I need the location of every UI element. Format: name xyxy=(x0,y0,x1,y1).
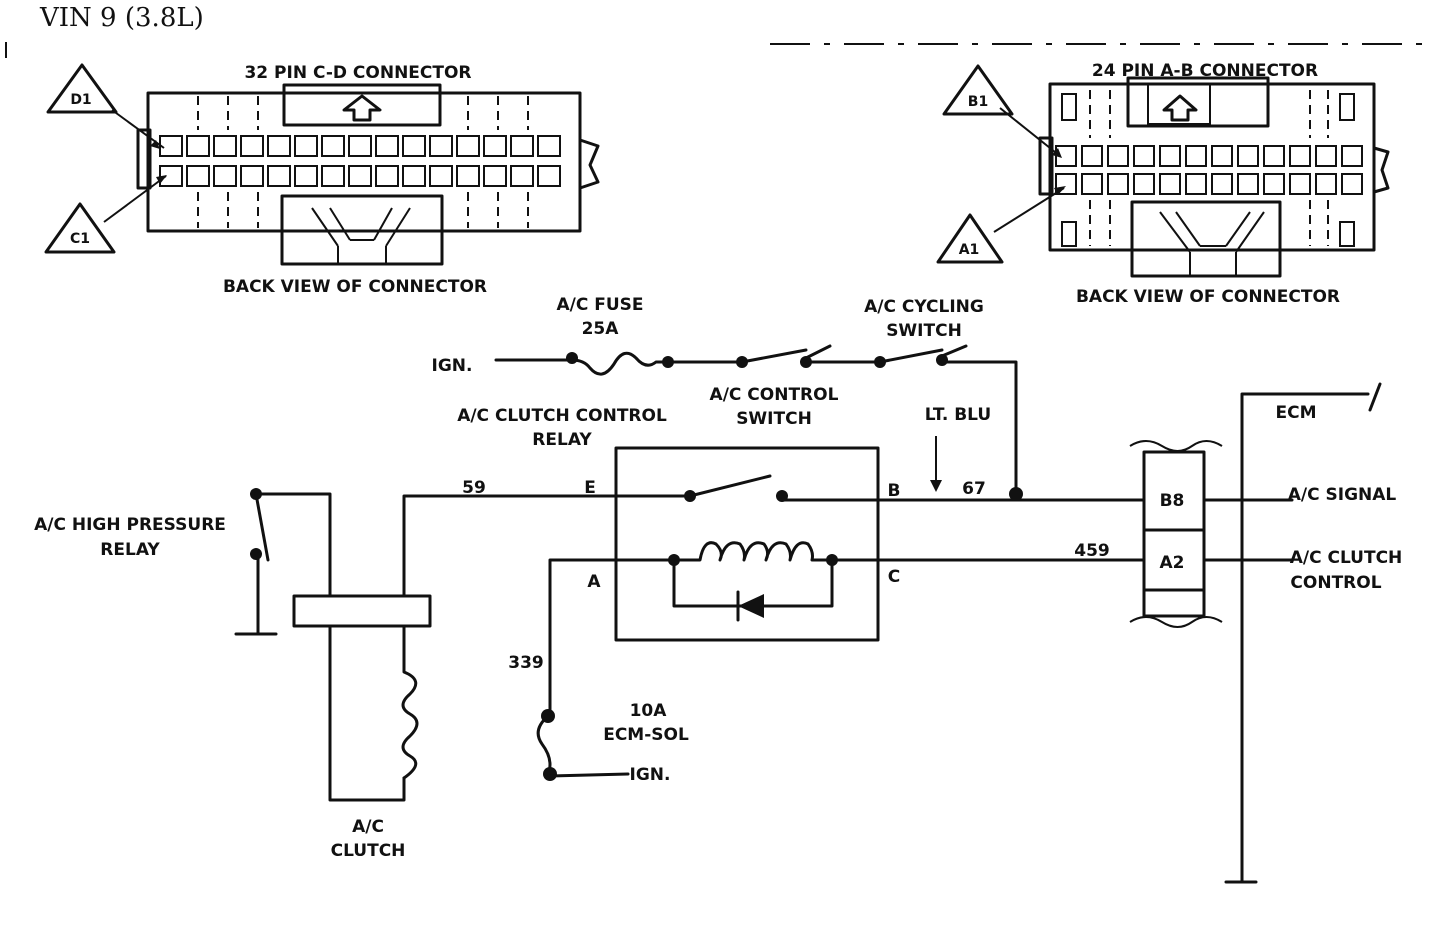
pin-marker-a1-leader xyxy=(993,187,1065,233)
pin-marker-c1-label: C1 xyxy=(70,231,90,247)
ecm-connector-block xyxy=(1142,450,1206,618)
clutch-body xyxy=(292,594,432,628)
relay-housing xyxy=(614,446,880,642)
connector-cd-shell xyxy=(146,91,582,233)
hp-relay-label-1: A/C HIGH PRESSURE xyxy=(34,515,226,535)
relay-terminal-b: B xyxy=(888,481,901,501)
connector-ab-lock-tab xyxy=(1126,76,1270,128)
control-switch-label-2: SWITCH xyxy=(736,409,812,429)
connector-ab-title: 24 PIN A-B CONNECTOR xyxy=(1092,61,1318,81)
connector-cd-dividers xyxy=(197,96,529,228)
relay-coil xyxy=(672,541,834,562)
pin-marker-c1-leader xyxy=(103,175,167,223)
control-switch-label-1: A/C CONTROL xyxy=(710,385,839,405)
ecm-pin-b8: B8 xyxy=(1160,491,1185,511)
high-pressure-relay: A/C HIGH PRESSURE RELAY xyxy=(34,488,332,636)
ecm-fuse-label: ECM-SOL xyxy=(603,725,689,745)
relay-label-1: A/C CLUTCH CONTROL xyxy=(457,406,667,426)
cycling-switch-label-1: A/C CYCLING xyxy=(864,297,984,317)
wire-59-label: 59 xyxy=(462,478,486,498)
ecm-module: ECM B8 A2 A/C SIGNAL A/C CLUTCH CONTROL xyxy=(1129,382,1403,884)
pin-marker-d1-label: D1 xyxy=(70,92,91,108)
connector-ab-key xyxy=(1061,93,1077,121)
fuse-label: A/C FUSE xyxy=(556,295,643,315)
page-title: VIN 9 (3.8L) xyxy=(39,3,204,33)
pin-marker-b1-triangle xyxy=(942,64,1014,116)
connector-cd: 32 PIN C-D CONNECTOR xyxy=(44,63,600,297)
ign-label-bottom: IGN. xyxy=(630,765,671,785)
clutch-label-2: CLUTCH xyxy=(331,841,406,861)
connector-ab-view-label: BACK VIEW OF CONNECTOR xyxy=(1076,287,1340,307)
feed-circuit: IGN. A/C FUSE 25A A/C CONTROL SWITCH A/C… xyxy=(432,295,1023,501)
wire-cycling-to-ecm xyxy=(940,360,1018,496)
fuse-25a-symbol xyxy=(570,351,670,376)
clutch-label-1: A/C xyxy=(352,817,384,837)
pin-marker-a1-label: A1 xyxy=(959,242,980,258)
connector-ab: 24 PIN A-B CONNECTOR BACK VIEW OF CONNEC… xyxy=(936,61,1390,307)
fuse-10a-symbol xyxy=(536,714,552,776)
ecm-clutch-control-label-2: CONTROL xyxy=(1290,573,1381,593)
pin-marker-d1-triangle xyxy=(46,63,118,114)
relay-terminal-c: C xyxy=(888,567,900,587)
wire-459-label: 459 xyxy=(1074,541,1110,561)
cycling-switch-label-2: SWITCH xyxy=(886,321,962,341)
ecm-signal-label: A/C SIGNAL xyxy=(1288,485,1397,505)
diode-icon xyxy=(738,594,764,618)
connector-cd-latch-right xyxy=(578,138,600,190)
relay-terminal-e: E xyxy=(584,478,596,498)
wire-339 xyxy=(548,558,676,716)
connector-cd-lock-tab xyxy=(282,83,442,127)
wire-59 xyxy=(402,494,692,598)
pin-marker-a1-triangle xyxy=(936,213,1004,264)
connector-cd-pins xyxy=(159,135,561,187)
connector-cd-wire-fan xyxy=(311,207,411,264)
wire-color-label: LT. BLU xyxy=(925,405,991,425)
up-arrow-icon xyxy=(1162,94,1198,122)
terminal-dot xyxy=(566,352,578,364)
connector-cd-view-label: BACK VIEW OF CONNECTOR xyxy=(223,277,487,297)
wire-67-label: 67 xyxy=(962,479,986,499)
wire-339-label: 339 xyxy=(508,653,544,673)
connector-ab-pins xyxy=(1055,145,1363,195)
clutch-control-relay: A/C CLUTCH CONTROL RELAY E B A C xyxy=(457,406,901,642)
ecm-fuse-rating: 10A xyxy=(630,701,668,721)
connector-cd-wire-exit xyxy=(280,194,444,266)
pin-marker-b1-label: B1 xyxy=(968,94,988,110)
cycling-switch-blade xyxy=(878,348,944,364)
connector-ab-dividers xyxy=(1089,90,1329,246)
pin-marker-c1-triangle xyxy=(44,202,116,254)
connector-cd-title: 32 PIN C-D CONNECTOR xyxy=(244,63,471,83)
pin-marker-b1-leader xyxy=(999,107,1061,157)
splice-dot xyxy=(1009,487,1023,501)
ecm-pin-a2: A2 xyxy=(1160,553,1185,573)
connector-ab-latch-right xyxy=(1372,146,1390,194)
clutch-coil xyxy=(401,624,419,780)
ecm-outline xyxy=(1240,392,1370,884)
relay-label-2: RELAY xyxy=(532,430,592,450)
relay-terminal-a: A xyxy=(587,572,601,592)
up-arrow-icon xyxy=(342,94,382,122)
hp-relay-label-2: RELAY xyxy=(100,540,160,560)
wire-ign-ecm xyxy=(548,772,630,778)
relay-contact-arm xyxy=(688,474,772,498)
connector-ab-wire-fan xyxy=(1159,211,1265,276)
connector-cd-latch-left xyxy=(136,128,152,190)
connector-ab-wire-exit xyxy=(1130,200,1282,278)
ign-label-top: IGN. xyxy=(432,356,473,376)
fuse-rating: 25A xyxy=(582,319,620,339)
ecm-label: ECM xyxy=(1275,403,1316,423)
hp-switch-blade xyxy=(254,492,270,562)
connector-ab-latch-left xyxy=(1038,136,1054,196)
control-switch-blade xyxy=(740,348,808,364)
ac-clutch: A/C CLUTCH xyxy=(292,594,432,861)
ecm-clutch-control-label-1: A/C CLUTCH xyxy=(1290,548,1403,568)
